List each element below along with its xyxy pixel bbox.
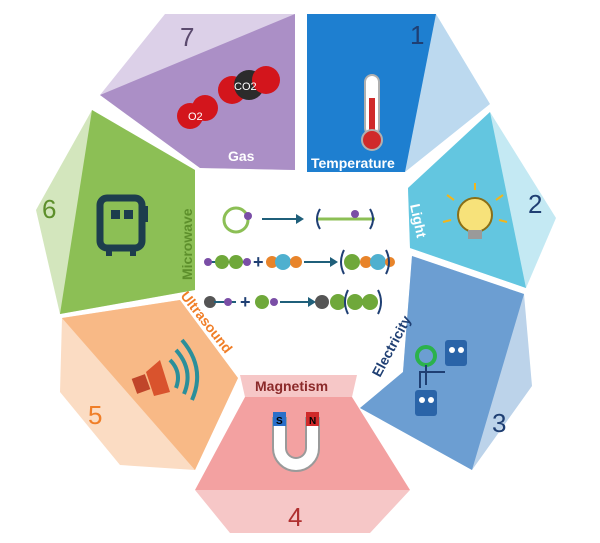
segment-number-2: 2 <box>528 189 542 219</box>
segment-magnetism-top <box>240 375 357 397</box>
segment-number-6: 6 <box>42 194 56 224</box>
svg-text:+: + <box>253 252 264 272</box>
segment-magnetism: Magnetism 4 S N <box>195 375 410 533</box>
copolymerization-reaction: + <box>204 249 395 275</box>
segment-label-temperature: Temperature <box>311 155 395 171</box>
microwave-icon <box>96 194 148 256</box>
block-polymerization-reaction: + <box>204 289 382 315</box>
electric-circuit-icon <box>415 340 467 416</box>
segment-label-light: Light <box>407 202 430 239</box>
co2-molecule-label: CO2 <box>234 81 257 93</box>
segment-label-magnetism: Magnetism <box>255 378 328 394</box>
segment-electricity-inner <box>360 256 524 470</box>
segment-ultrasound: 5 Ultrasound <box>60 288 238 470</box>
segment-number-3: 3 <box>492 408 506 438</box>
segment-gas: 7 Gas O2 CO2 <box>100 14 295 170</box>
segment-ultrasound-inner <box>62 300 238 470</box>
segment-magnetism-bottom <box>195 490 410 533</box>
magnet-north-label: N <box>309 416 316 427</box>
segment-label-gas: Gas <box>228 148 255 164</box>
o2-molecule-label: O2 <box>188 111 203 123</box>
segment-magnetism-main <box>195 397 410 490</box>
magnet-south-label: S <box>276 416 283 427</box>
segment-label-microwave: Microwave <box>179 208 195 280</box>
segment-temperature: 1 Temperature <box>307 14 490 172</box>
segment-light: 2 Light <box>407 112 556 288</box>
segment-number-5: 5 <box>88 400 102 430</box>
gas-molecules-icon: O2 CO2 <box>177 66 280 129</box>
speaker-icon <box>131 338 200 401</box>
magnet-icon: S N <box>272 412 320 472</box>
segment-electricity: 3 Electricity <box>360 256 532 470</box>
ring-opening-reaction <box>222 206 375 234</box>
segment-number-7: 7 <box>180 22 194 52</box>
segment-gas-inner <box>100 14 295 170</box>
segment-microwave: 6 Microwave <box>36 110 195 314</box>
svg-text:+: + <box>240 292 251 312</box>
center-reaction-schematic: + + <box>204 206 395 315</box>
light-bulb-icon <box>442 183 508 239</box>
segment-number-1: 1 <box>410 20 424 50</box>
segment-number-4: 4 <box>288 502 302 532</box>
thermometer-icon <box>361 74 383 151</box>
